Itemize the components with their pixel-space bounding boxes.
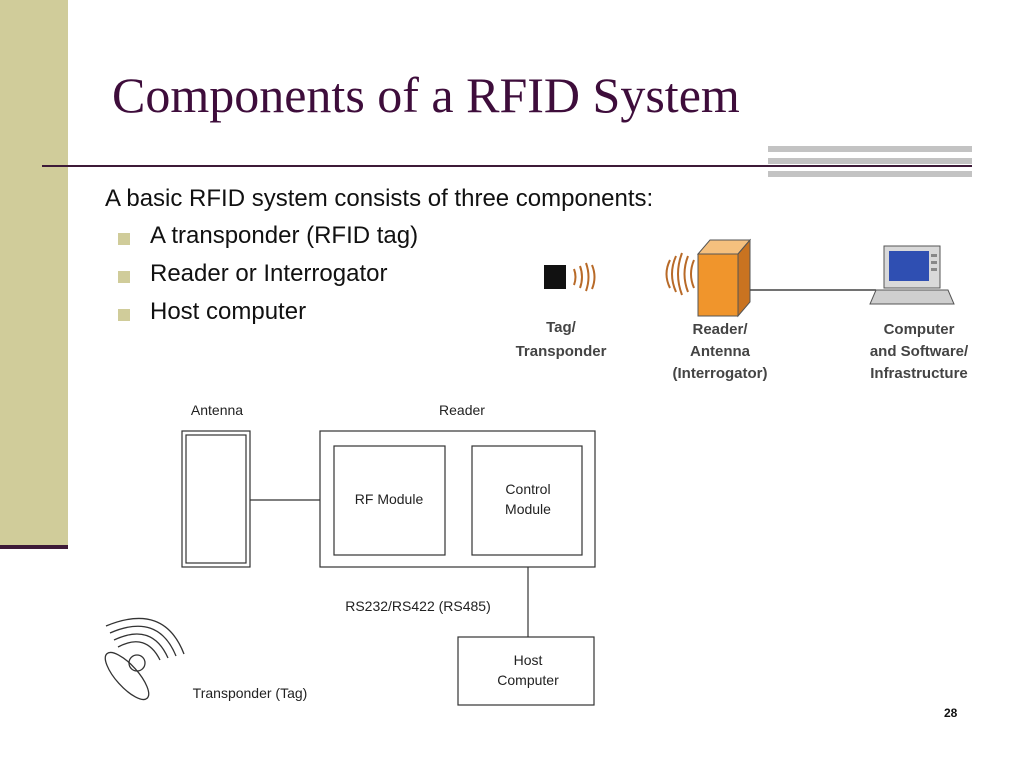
reader-wave-icon	[665, 252, 695, 296]
deco-stripe-2	[768, 158, 972, 164]
tag-chip-icon	[544, 265, 566, 289]
interface-label: RS232/RS422 (RS485)	[345, 598, 491, 614]
computer-label-line: Computer	[884, 321, 955, 338]
tag-wave-icon	[573, 262, 596, 292]
bullet-square-icon	[118, 271, 130, 283]
control-module-label-line: Control	[505, 481, 550, 497]
bullet-text: A transponder (RFID tag)	[150, 222, 419, 249]
bullet-list: A transponder (RFID tag) Reader or Inter…	[118, 222, 418, 336]
reader-block	[319, 430, 596, 568]
reader-label: Reader	[439, 402, 485, 418]
reader-illustration	[665, 238, 752, 318]
slide-title: Components of a RFID System	[112, 67, 740, 123]
computer-illustration	[869, 245, 955, 305]
bullet-text: Host computer	[150, 298, 307, 325]
reader-label-line: (Interrogator)	[673, 365, 768, 382]
sidebar-band	[0, 0, 68, 545]
antenna-block	[181, 430, 251, 568]
title-rule	[42, 165, 972, 167]
intro-text: A basic RFID system consists of three co…	[105, 185, 654, 212]
tag-label-line: Transponder	[516, 343, 607, 360]
reader-label-line: Antenna	[690, 343, 751, 360]
deco-stripe-1	[768, 146, 972, 152]
transponder-tag-icon	[104, 617, 185, 701]
bullet-item: Reader or Interrogator	[118, 260, 418, 298]
computer-label-line: and Software/	[870, 343, 969, 360]
control-module-block	[471, 445, 583, 556]
bullet-item: Host computer	[118, 298, 418, 336]
screen-icon	[889, 251, 929, 281]
sidebar-band-foot	[0, 545, 68, 549]
rf-module-block	[333, 445, 446, 556]
page-number: 28	[944, 706, 958, 720]
transponder-label: Transponder (Tag)	[193, 685, 308, 701]
control-module-label-line: Module	[505, 501, 551, 517]
reader-label-line: Reader/	[692, 321, 748, 338]
rf-module-label: RF Module	[355, 491, 424, 507]
bullet-item: A transponder (RFID tag)	[118, 222, 418, 260]
computer-label-line: Infrastructure	[870, 365, 968, 382]
host-computer-label-line: Computer	[497, 672, 559, 688]
tag-label-line: Tag/	[546, 319, 577, 336]
bullet-text: Reader or Interrogator	[150, 260, 388, 287]
bullet-square-icon	[118, 309, 130, 321]
keyboard-icon	[869, 289, 955, 305]
antenna-label: Antenna	[191, 402, 243, 418]
host-computer-block	[457, 636, 595, 706]
host-computer-label-line: Host	[514, 652, 543, 668]
deco-stripe-3	[768, 171, 972, 177]
tag-illustration	[544, 262, 596, 292]
reader-box-icon	[697, 253, 739, 317]
bullet-square-icon	[118, 233, 130, 245]
